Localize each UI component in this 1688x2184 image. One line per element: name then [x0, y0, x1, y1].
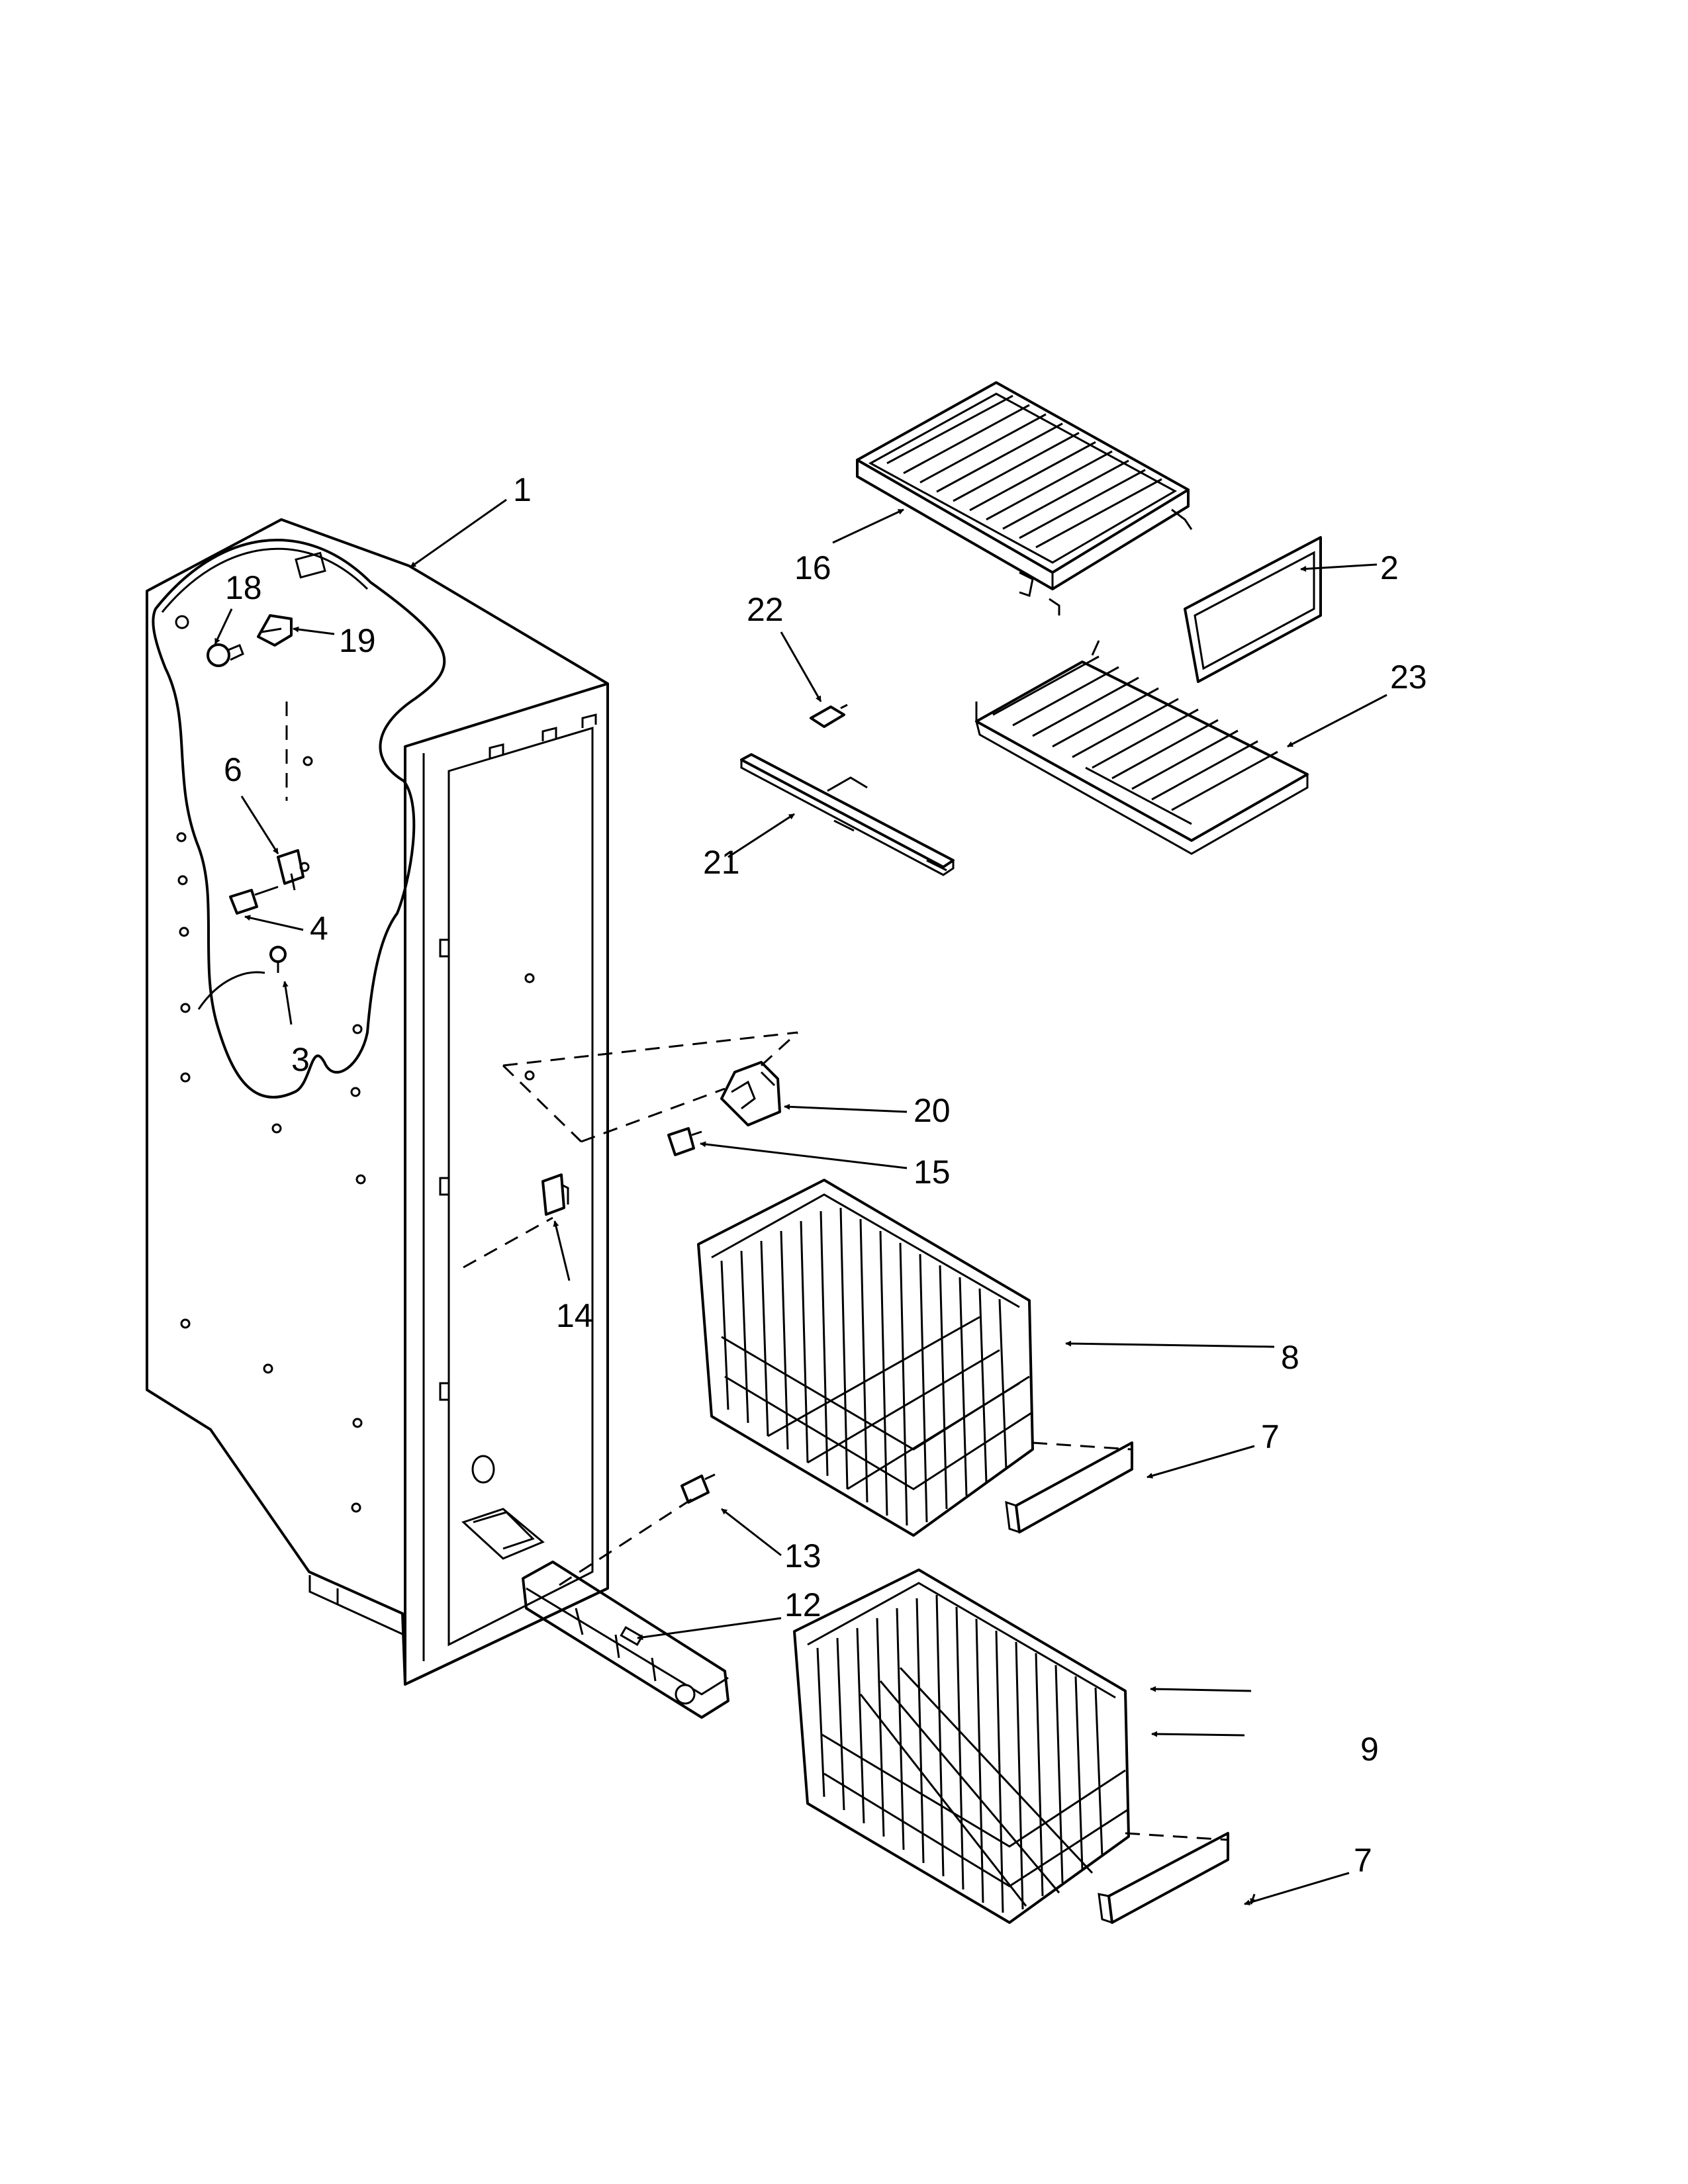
- callout-20: 20: [914, 1092, 951, 1129]
- light-socket: [257, 614, 293, 647]
- callout-1: 1: [513, 471, 532, 508]
- wire-shelf-rods: [992, 655, 1278, 811]
- guide-screw: [667, 1127, 702, 1156]
- callout-labels: 1 2 3 4 6 7 7 8 9 12 13 14 15 16 18 19 2…: [224, 471, 1427, 1879]
- callout-3: 3: [291, 1041, 310, 1078]
- lower-basket-trim: [1098, 1832, 1229, 1924]
- shelf-support: [740, 753, 955, 876]
- callout-14: 14: [556, 1297, 593, 1334]
- callout-4: 4: [310, 910, 328, 947]
- callout-18: 18: [225, 569, 262, 606]
- support-screw: [810, 704, 848, 728]
- leader-lines: [214, 498, 1387, 1906]
- callout-23: 23: [1390, 659, 1427, 696]
- callout-2: 2: [1380, 549, 1399, 586]
- callout-19: 19: [339, 622, 376, 659]
- bracket-screw: [229, 886, 279, 915]
- callout-7b: 7: [1354, 1842, 1372, 1879]
- callout-7a: 7: [1261, 1418, 1280, 1455]
- upper-basket-wires: [720, 1207, 1032, 1526]
- bottom-trim: [522, 1561, 729, 1719]
- lower-basket-wires: [816, 1594, 1128, 1913]
- callout-8: 8: [1281, 1339, 1299, 1376]
- lower-basket: [793, 1569, 1130, 1924]
- light-switch: [541, 1173, 569, 1216]
- freezer-liner: [146, 518, 799, 1686]
- liner-screw-holes: [175, 615, 535, 1513]
- drawer-guide: [720, 1061, 781, 1126]
- upper-basket-trim: [1005, 1441, 1133, 1533]
- callout-16: 16: [794, 549, 831, 586]
- thermostat-bracket: [277, 849, 305, 891]
- callout-21: 21: [703, 844, 740, 881]
- wire-shelf: [975, 640, 1309, 855]
- shelf-trim: [1184, 536, 1322, 683]
- callout-22: 22: [747, 591, 784, 628]
- light-bulb: [207, 643, 244, 667]
- callout-12: 12: [784, 1586, 821, 1623]
- callout-13: 13: [784, 1537, 821, 1574]
- trim-screw: [680, 1473, 716, 1504]
- small-screw: [269, 946, 287, 973]
- callout-15: 15: [914, 1154, 951, 1191]
- upper-basket: [697, 1179, 1034, 1537]
- callout-6: 6: [224, 751, 242, 788]
- callout-9: 9: [1360, 1731, 1379, 1768]
- shelf-slats: [886, 394, 1162, 549]
- glass-shelf: [856, 381, 1193, 615]
